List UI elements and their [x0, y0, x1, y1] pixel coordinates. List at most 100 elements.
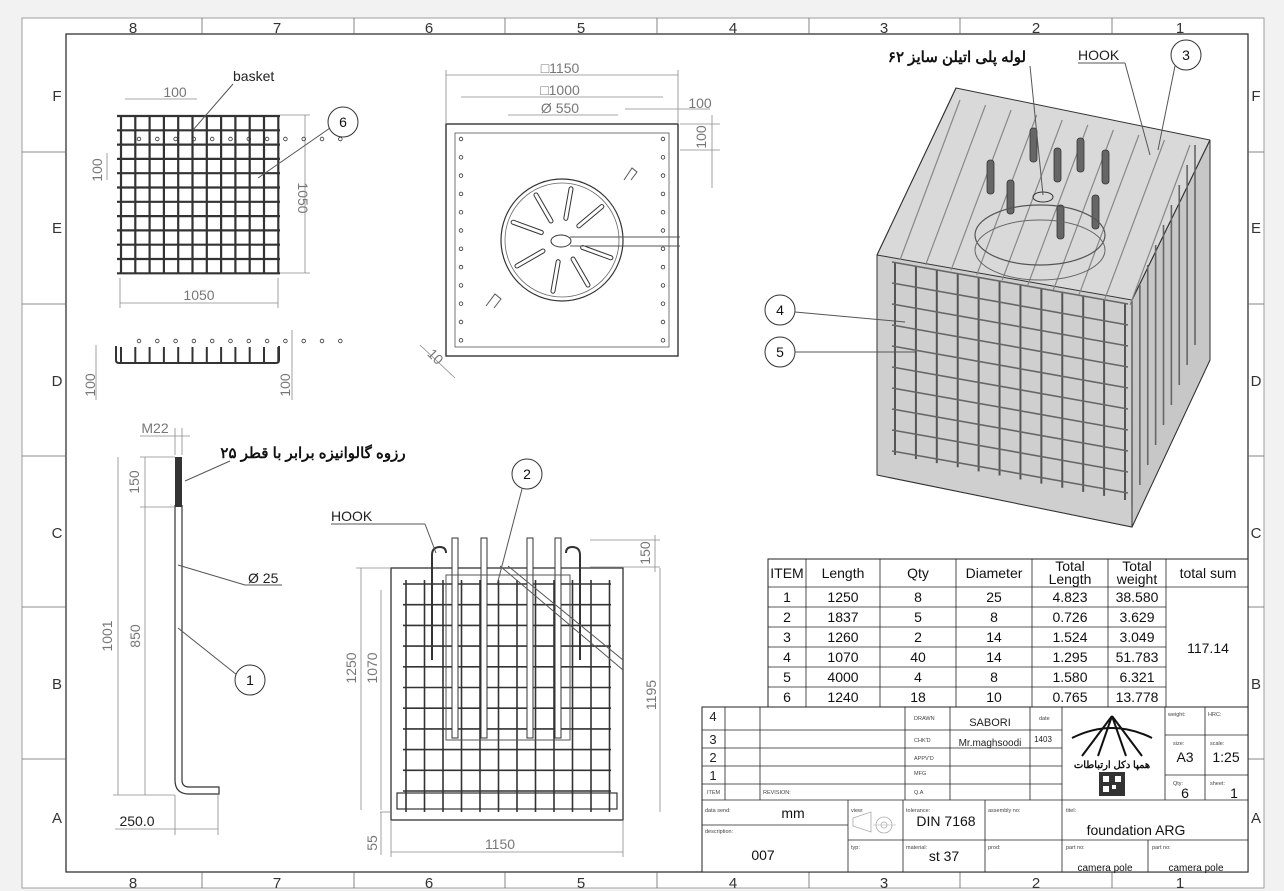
bom-cell: 1250	[827, 589, 858, 605]
top-view-bar	[173, 136, 178, 142]
iso-anchor-bolt	[1076, 137, 1085, 173]
row-marker: B	[1251, 676, 1261, 693]
mfg-label: MFG	[914, 771, 926, 777]
iso-anchor-bolt	[1091, 194, 1100, 230]
bom-cell: 3.049	[1119, 629, 1154, 645]
dim-basket-side-right: 100	[277, 373, 293, 397]
material-label: material:	[906, 845, 928, 851]
col-marker: 6	[425, 20, 433, 37]
dim-front-1195: 1195	[643, 680, 659, 710]
bubble-1-label: 1	[246, 672, 254, 688]
bom-total: 117.14	[1187, 640, 1229, 656]
qty-value: 6	[1181, 785, 1189, 801]
top-view-bar	[228, 338, 233, 344]
col-marker: 4	[729, 875, 737, 891]
column-markers-bottom: 8 7 6 5 4 3 2 1	[129, 875, 1184, 891]
bom-cell: 4.823	[1052, 589, 1087, 605]
bom-cell: 2	[914, 629, 922, 645]
top-view-spokes	[510, 186, 614, 294]
bom-cell: 4000	[827, 669, 858, 685]
top-view-bar	[283, 338, 288, 344]
iso-bar-back	[1103, 139, 1166, 301]
bom-cell: 40	[910, 649, 926, 665]
top-view-bar	[458, 264, 464, 270]
bolt-thread	[175, 457, 182, 507]
iso-bar-horizontal	[891, 345, 1129, 389]
iso-hook-label: HOOK	[1078, 47, 1120, 63]
bom-cell: 1.524	[1052, 629, 1087, 645]
top-view-bar	[458, 338, 464, 343]
date-label: date	[1039, 716, 1050, 722]
top-view-bar	[136, 136, 142, 142]
col-marker: 3	[880, 875, 888, 891]
top-view-bar	[209, 338, 215, 344]
top-view-pipe	[550, 234, 572, 248]
bolt-note: رزوه گالوانیزه برابر با قطر ۲۵	[220, 444, 405, 462]
top-view-spoke-inner	[534, 193, 553, 223]
col-marker: 4	[729, 20, 737, 37]
bom-cell: 4	[783, 649, 791, 665]
top-view-spoke-inner	[511, 220, 543, 234]
top-view-bar	[660, 155, 666, 160]
bubble-4	[764, 294, 796, 326]
dim-basket-height: 1050	[295, 182, 311, 213]
dim-top-100b: 100	[693, 125, 709, 149]
bom-header: Diameter	[966, 565, 1023, 581]
bom-cell: 1.580	[1052, 669, 1087, 685]
front-basket	[396, 792, 618, 810]
units-label: data send:	[705, 808, 731, 814]
top-view-bar	[246, 136, 251, 142]
iso-bar-horizontal	[891, 408, 1129, 452]
date-value: 1403	[1034, 735, 1052, 744]
rev-row: 3	[709, 732, 716, 747]
bom-cell: 13.778	[1116, 689, 1159, 705]
col-marker: 7	[273, 20, 281, 37]
top-view-ring-inner	[504, 182, 620, 298]
top-view-bar	[660, 191, 666, 197]
revision-label: REVISION:	[763, 790, 791, 796]
company-name: همپا دکل ارتباطات	[1074, 760, 1150, 771]
size-value: A3	[1176, 749, 1193, 765]
iso-bar-horizontal	[891, 282, 1129, 326]
rev-row: 1	[709, 768, 716, 783]
row-marker: D	[1251, 373, 1262, 390]
bom-cell: 1.295	[1052, 649, 1087, 665]
dim-basket-spacing-v: 100	[89, 158, 105, 182]
dim-bolt-850: 850	[127, 624, 143, 648]
top-view-spoke-inner	[571, 257, 590, 287]
top-view-bar	[660, 301, 666, 306]
title-block: 4 3 2 1 ITEM REVISION: DRAWN CHK'D APPV'…	[701, 706, 1249, 874]
top-view-bar	[191, 338, 197, 344]
row-marker: F	[52, 88, 61, 105]
dim-bolt-thread: M22	[141, 420, 168, 436]
top-view-bar	[660, 319, 666, 325]
top-view-spoke-inner	[551, 260, 560, 293]
front-anchor-bolt	[480, 537, 488, 739]
top-view-bar	[660, 246, 666, 251]
partno2-label: part no:	[1152, 845, 1171, 851]
top-view-bar	[458, 301, 464, 306]
column-markers-top: 8 7 6 5 4 3 2 1	[129, 20, 1184, 37]
row-markers-right: F E D C B A	[1251, 88, 1262, 827]
sheet-value: 1	[1230, 785, 1238, 801]
iso-anchor-bolt	[1101, 149, 1110, 185]
top-view-bar	[283, 136, 288, 142]
top-view-bars	[136, 136, 666, 344]
bom-cell: 14	[986, 629, 1002, 645]
bubble-5-label: 5	[776, 344, 784, 360]
bom-cell: 14	[986, 649, 1002, 665]
bubble-3-label: 3	[1182, 47, 1190, 63]
bom-cell: 5	[783, 669, 791, 685]
top-view-bar	[458, 319, 464, 325]
bom-cell: 8	[914, 589, 922, 605]
iso-bar-back	[950, 109, 1012, 271]
appvd-label: APPV'D	[914, 756, 934, 762]
bom-cell: 1260	[827, 629, 858, 645]
partno-value: camera pole	[1077, 863, 1132, 874]
bom-cell: 1	[783, 589, 791, 605]
outer-border	[21, 17, 1265, 889]
top-view-bar	[209, 136, 215, 142]
bom-cell: 25	[986, 589, 1002, 605]
top-view-bar	[338, 136, 343, 142]
